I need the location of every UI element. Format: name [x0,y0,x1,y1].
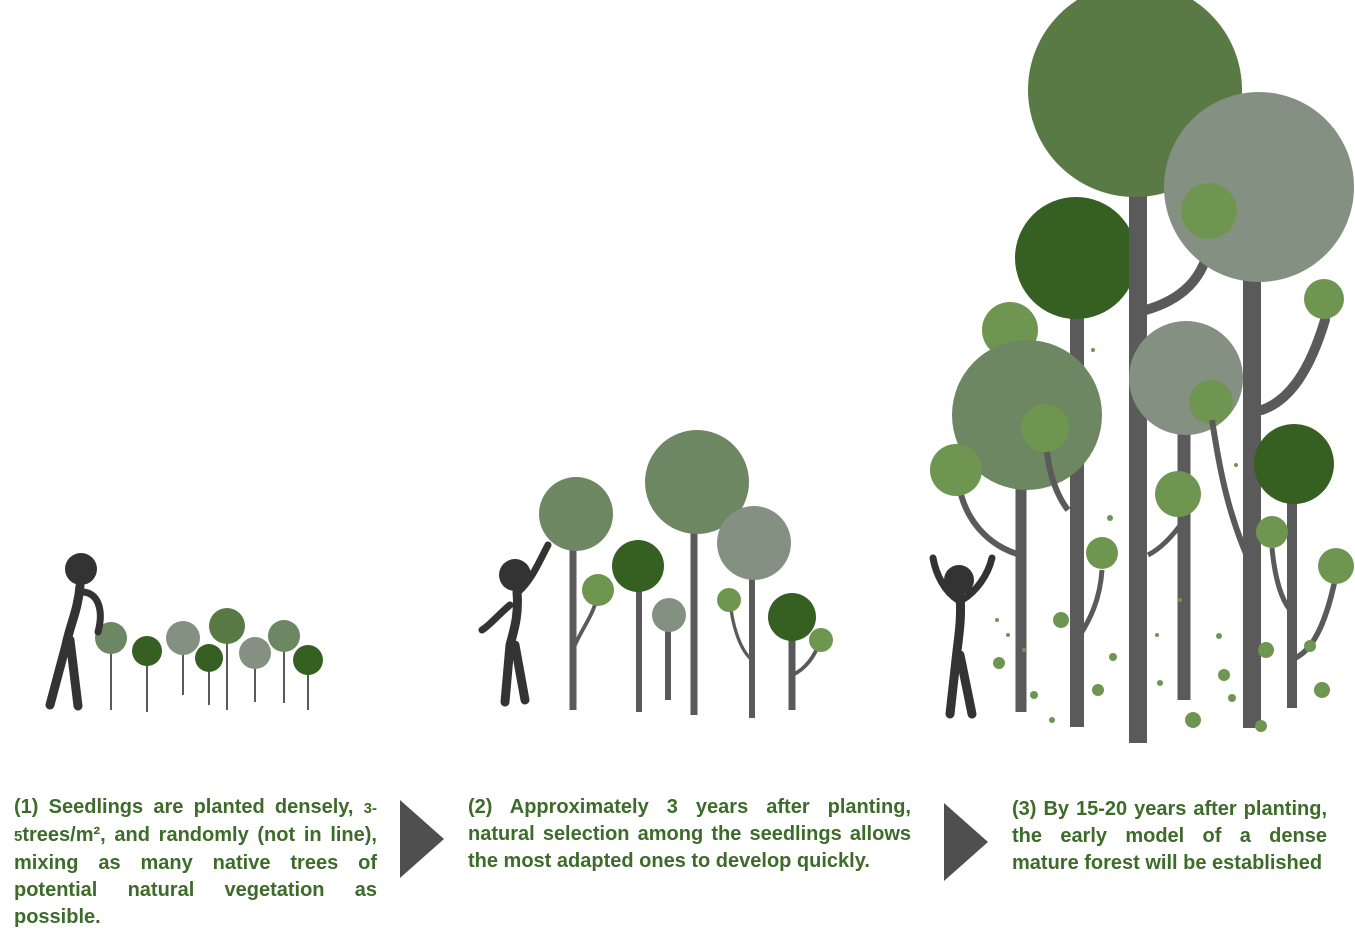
seed-dot [1053,612,1069,628]
tree-icon [132,636,162,712]
seed-dot [1091,348,1095,352]
tree-icon [268,620,300,703]
tree-icon [652,598,686,700]
seed-dot [1189,380,1233,424]
stage-1-seedlings [95,608,323,712]
step-3-number: (3) [1012,798,1037,820]
seed-dot [1304,640,1316,652]
seed-dot [1178,598,1182,602]
step-3-text: By 15-20 years after planting, the early… [1012,798,1328,874]
seed-dot [1258,642,1274,658]
step-1-text-a: Seedlings are planted densely, [48,796,354,818]
tree-icon [166,621,200,695]
step-1-density: 3-5 [14,800,378,845]
seed-dot [1021,404,1069,452]
seed-dot [1304,279,1344,319]
step-3-caption: (3) By 15-20 years after planting, the e… [1012,796,1327,877]
tree-icon [645,430,749,715]
step-1-number: (1) [14,796,39,818]
seed-dot [1109,653,1117,661]
seed-dot [1155,633,1159,637]
seed-dot [1218,669,1230,681]
tree-icon [195,644,223,705]
seed-dot [1022,648,1026,652]
tree-icon [239,637,271,702]
tree-icon [612,540,664,712]
seed-dot [1256,516,1288,548]
seed-dot [1234,463,1238,467]
seed-dot [930,444,982,496]
person-reaching-icon [478,541,552,707]
seed-dot [993,657,1005,669]
step-2-caption: (2) Approximately 3 years after planting… [468,794,911,875]
seed-dot [1006,633,1010,637]
arrow-right-icon [944,803,988,881]
seed-dot [1314,682,1330,698]
tree-icon [293,645,323,710]
seed-dot [1155,471,1201,517]
step-2-text: Approximately 3 years after planting, na… [468,796,911,872]
seed-dot [1049,717,1055,723]
tree-icon [768,593,822,710]
seed-dot [1107,515,1113,521]
seed-dot [582,574,614,606]
arrow-right-icon [400,800,444,878]
seed-dot [1030,691,1038,699]
seed-dot [1157,680,1163,686]
seed-dot [1092,684,1104,696]
seed-dot [1255,720,1267,732]
seed-dot [717,588,741,612]
seed-dot [1185,712,1201,728]
step-2-number: (2) [468,796,493,818]
seed-dot [1181,183,1237,239]
tree-icon [95,622,127,710]
tree-icon [209,608,245,710]
stage-3-mature-forest [930,0,1354,743]
seed-dot [1318,548,1354,584]
stage-2-young-trees [539,430,833,718]
seed-dot [1216,633,1222,639]
person-planting-icon [45,553,104,711]
person-arms-up-icon [929,554,996,719]
forest-growth-illustration [45,0,1354,743]
seed-dot [1086,537,1118,569]
step-1-text-b: trees/m², and randomly (not in line), mi… [14,824,377,928]
seed-dot [1228,694,1236,702]
step-1-caption: (1) Seedlings are planted densely, 3-5tr… [14,794,377,931]
seed-dot [809,628,833,652]
seed-dot [995,618,999,622]
